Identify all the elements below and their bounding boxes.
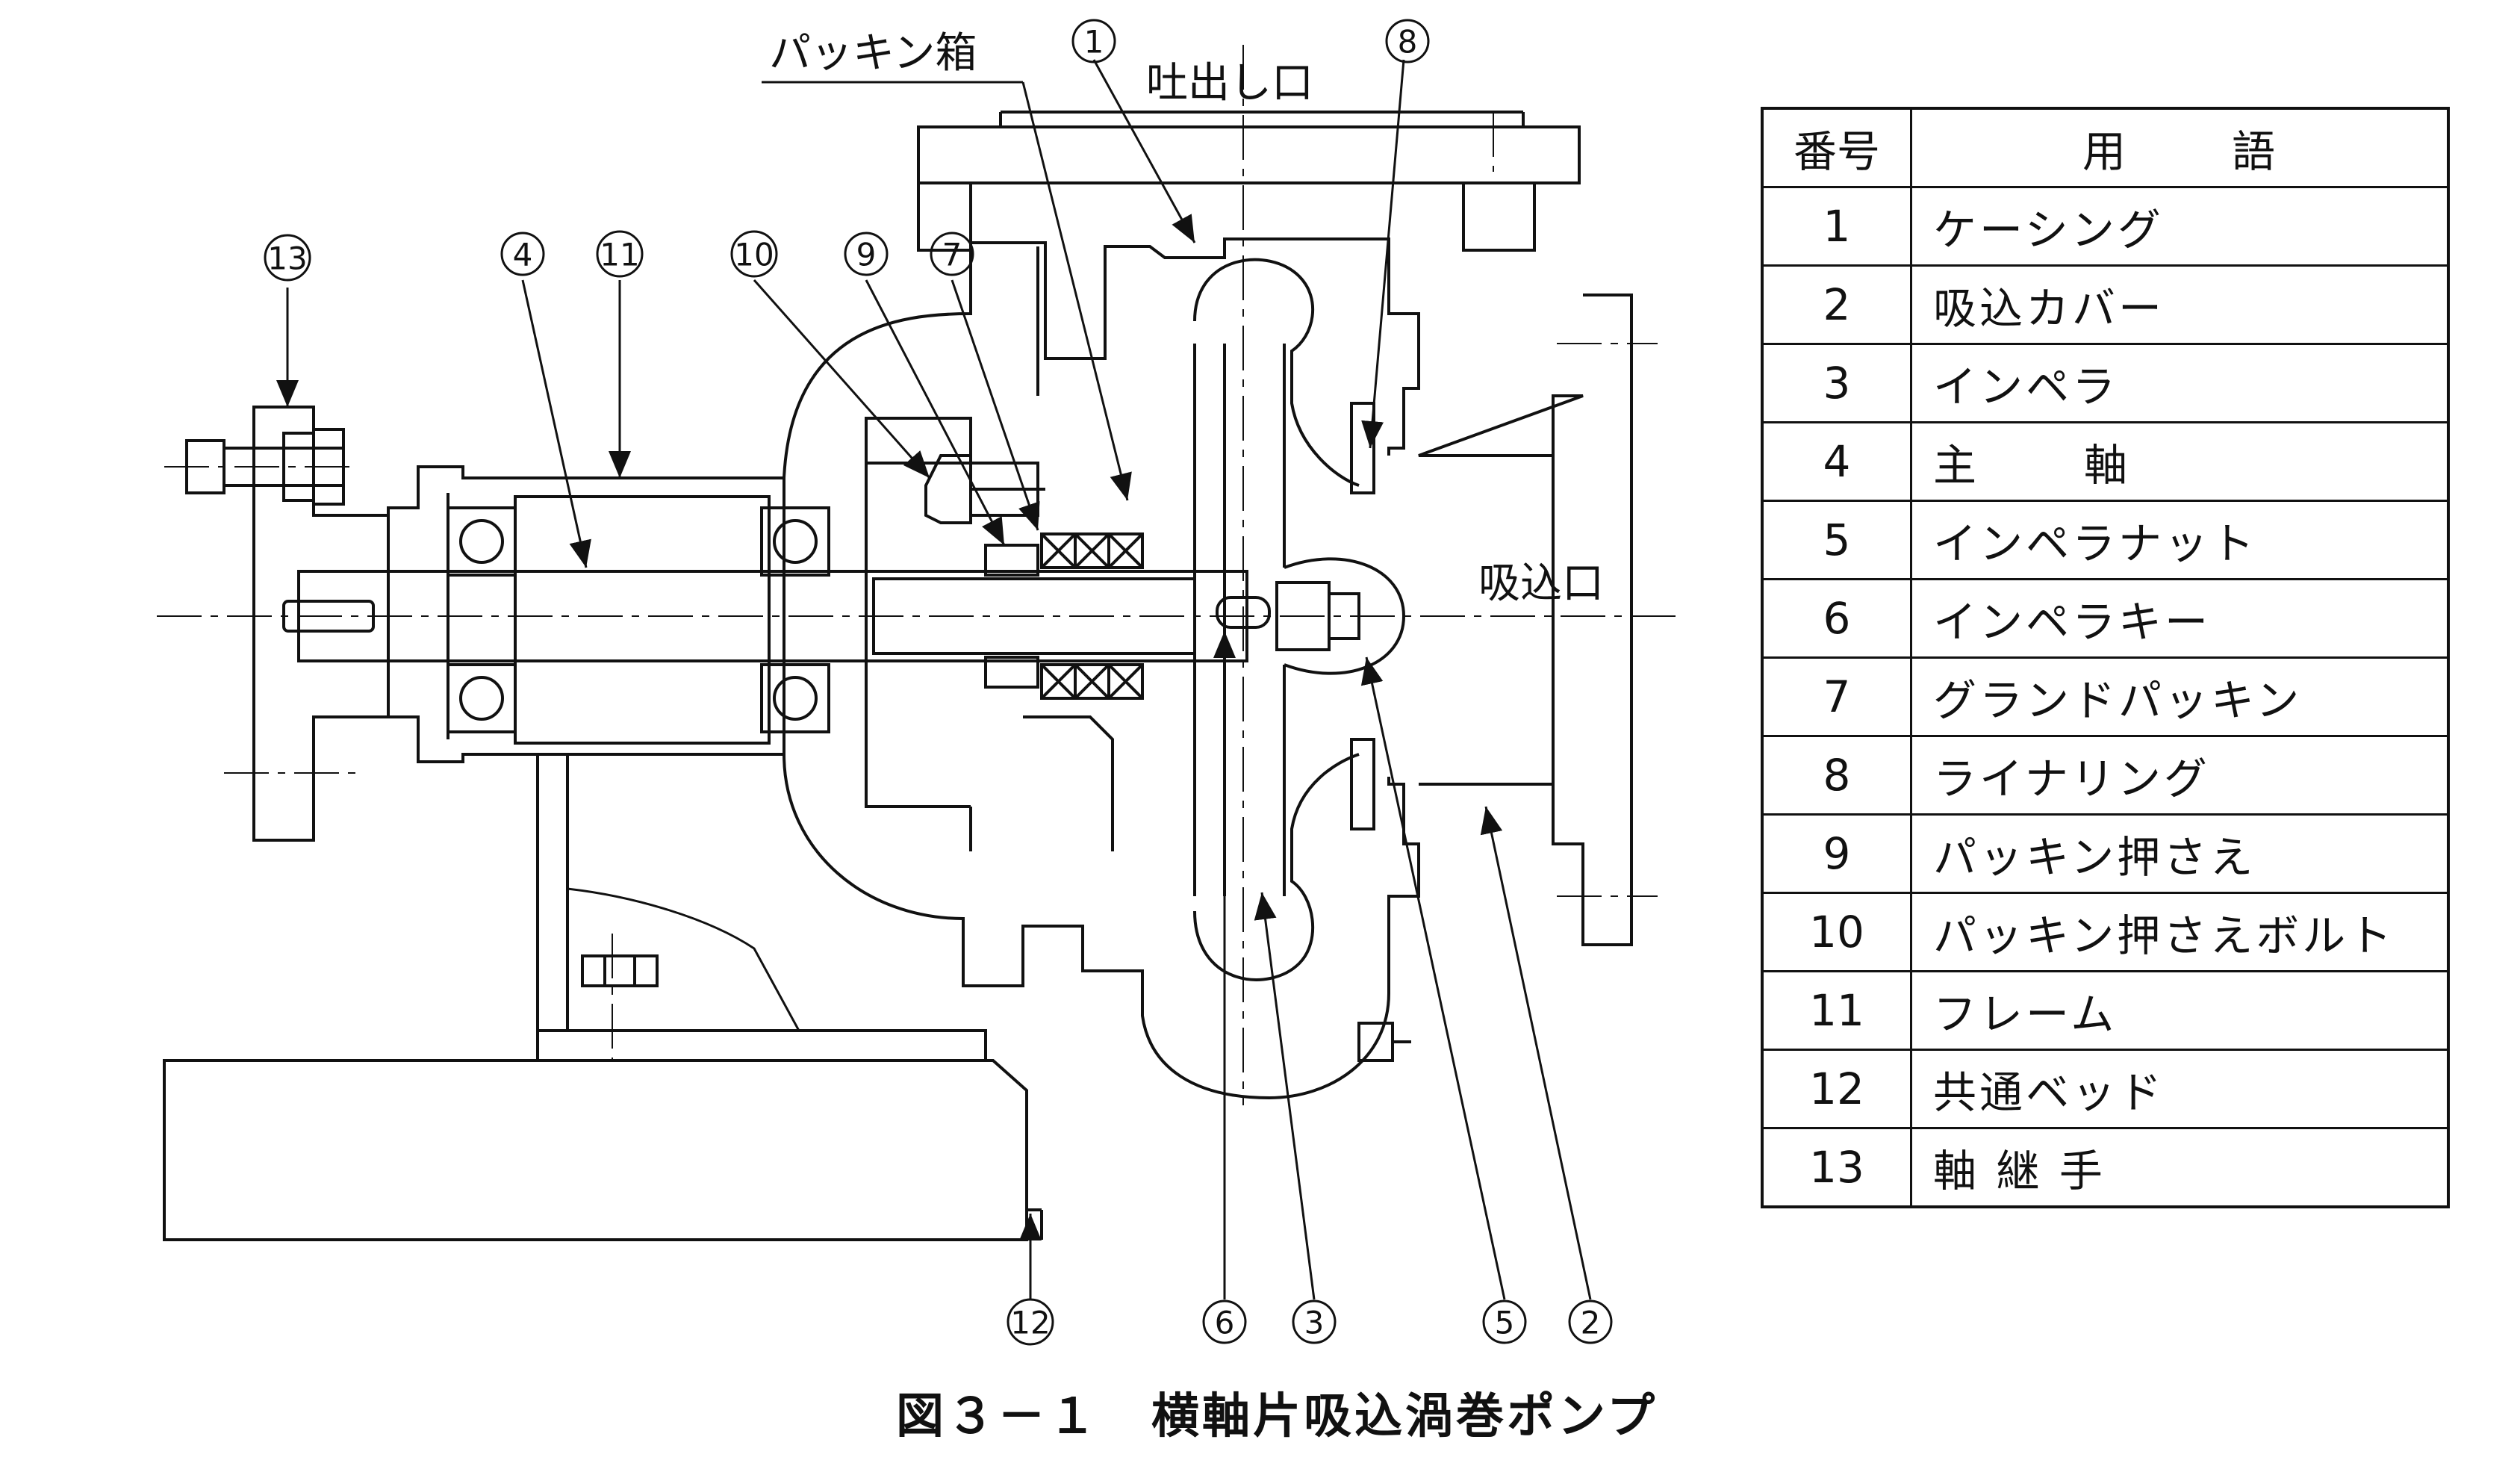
frame-housing [387, 465, 785, 763]
svg-text:4: 4 [513, 237, 533, 273]
row-no: 7 [1761, 656, 1912, 737]
row-no: 5 [1761, 500, 1912, 580]
callout-1: 1 [1071, 19, 1116, 63]
callout-6: 6 [1202, 1299, 1247, 1344]
svg-text:7: 7 [942, 237, 962, 273]
callout-5: 5 [1482, 1299, 1527, 1344]
svg-text:13: 13 [267, 240, 307, 277]
row-term: 軸 継 手 [1910, 1127, 2450, 1208]
row-no: 4 [1761, 421, 1912, 502]
pump-casing [783, 237, 1420, 1100]
row-no: 3 [1761, 343, 1912, 423]
bearing-right-top [760, 506, 830, 577]
row-term: フレーム [1910, 970, 2450, 1051]
callout-11: 11 [596, 230, 644, 278]
header-term: 用語 [1910, 107, 2450, 188]
svg-text:11: 11 [600, 237, 639, 273]
shaft-coupling [252, 406, 390, 842]
callout-7: 7 [930, 232, 974, 276]
bearing-left-bottom [447, 663, 517, 733]
callout-2: 2 [1568, 1299, 1613, 1344]
bearing-left-top [447, 506, 517, 577]
figure-title: 横軸片吸込渦巻ポンプ [1151, 1388, 1658, 1444]
row-term: 共通ベッド [1910, 1049, 2450, 1129]
callout-9: 9 [844, 232, 889, 276]
row-term: 主軸 [1910, 421, 2450, 502]
bearing-right-bottom [760, 663, 830, 733]
suction-port-label: 吸込口 [1478, 559, 1604, 608]
callout-3: 3 [1292, 1299, 1337, 1344]
row-no: 10 [1761, 892, 1912, 972]
callout-4: 4 [500, 232, 545, 276]
packing-gland [984, 544, 1039, 577]
row-term: パッキン押さえ [1910, 813, 2450, 894]
row-term: インペラキー [1910, 578, 2450, 659]
suction-flange [1418, 294, 1633, 946]
row-no: 8 [1761, 735, 1912, 816]
discharge-port-label: 吐出し口 [1146, 59, 1313, 108]
callout-13: 13 [264, 234, 311, 282]
liner-ring [1350, 402, 1375, 494]
svg-text:10: 10 [734, 237, 774, 273]
discharge-flange [917, 125, 1581, 252]
header-no: 番号 [1761, 107, 1912, 188]
row-term: ライナリング [1910, 735, 2450, 816]
svg-text:5: 5 [1495, 1305, 1515, 1341]
gland-packing [1040, 532, 1144, 700]
row-term: ケーシング [1910, 186, 2450, 267]
svg-text:2: 2 [1581, 1305, 1601, 1341]
row-no: 11 [1761, 970, 1912, 1051]
svg-text:9: 9 [856, 237, 877, 273]
svg-text:6: 6 [1215, 1305, 1235, 1341]
row-no: 9 [1761, 813, 1912, 894]
row-no: 6 [1761, 578, 1912, 659]
row-no: 1 [1761, 186, 1912, 267]
packing-box-label: パッキン箱 [769, 29, 977, 78]
figure-number: 図３－１ [896, 1388, 1099, 1444]
svg-text:8: 8 [1398, 24, 1418, 60]
callout-12: 12 [1007, 1298, 1054, 1346]
row-no: 12 [1761, 1049, 1912, 1129]
row-term: インペラ [1910, 343, 2450, 423]
row-no: 2 [1761, 264, 1912, 345]
table-header-row: 番号 用語 [1761, 107, 2450, 188]
row-term: インペラナット [1910, 500, 2450, 580]
callout-10: 10 [730, 230, 778, 278]
main-shaft-sleeve [514, 495, 771, 745]
figure-caption: 図３－１ 横軸片吸込渦巻ポンプ [896, 1378, 1658, 1447]
row-no: 13 [1761, 1127, 1912, 1208]
row-term: 吸込カバー [1910, 264, 2450, 345]
row-term: パッキン押さえボルト [1910, 892, 2450, 972]
svg-text:12: 12 [1010, 1305, 1050, 1341]
packing-gland-bolt [924, 454, 972, 524]
row-term: グランドパッキン [1910, 656, 2450, 737]
callout-8: 8 [1385, 19, 1430, 63]
svg-text:1: 1 [1084, 24, 1104, 60]
frame-foot [536, 754, 987, 1062]
common-bed [163, 1059, 1028, 1241]
svg-text:3: 3 [1304, 1305, 1325, 1341]
